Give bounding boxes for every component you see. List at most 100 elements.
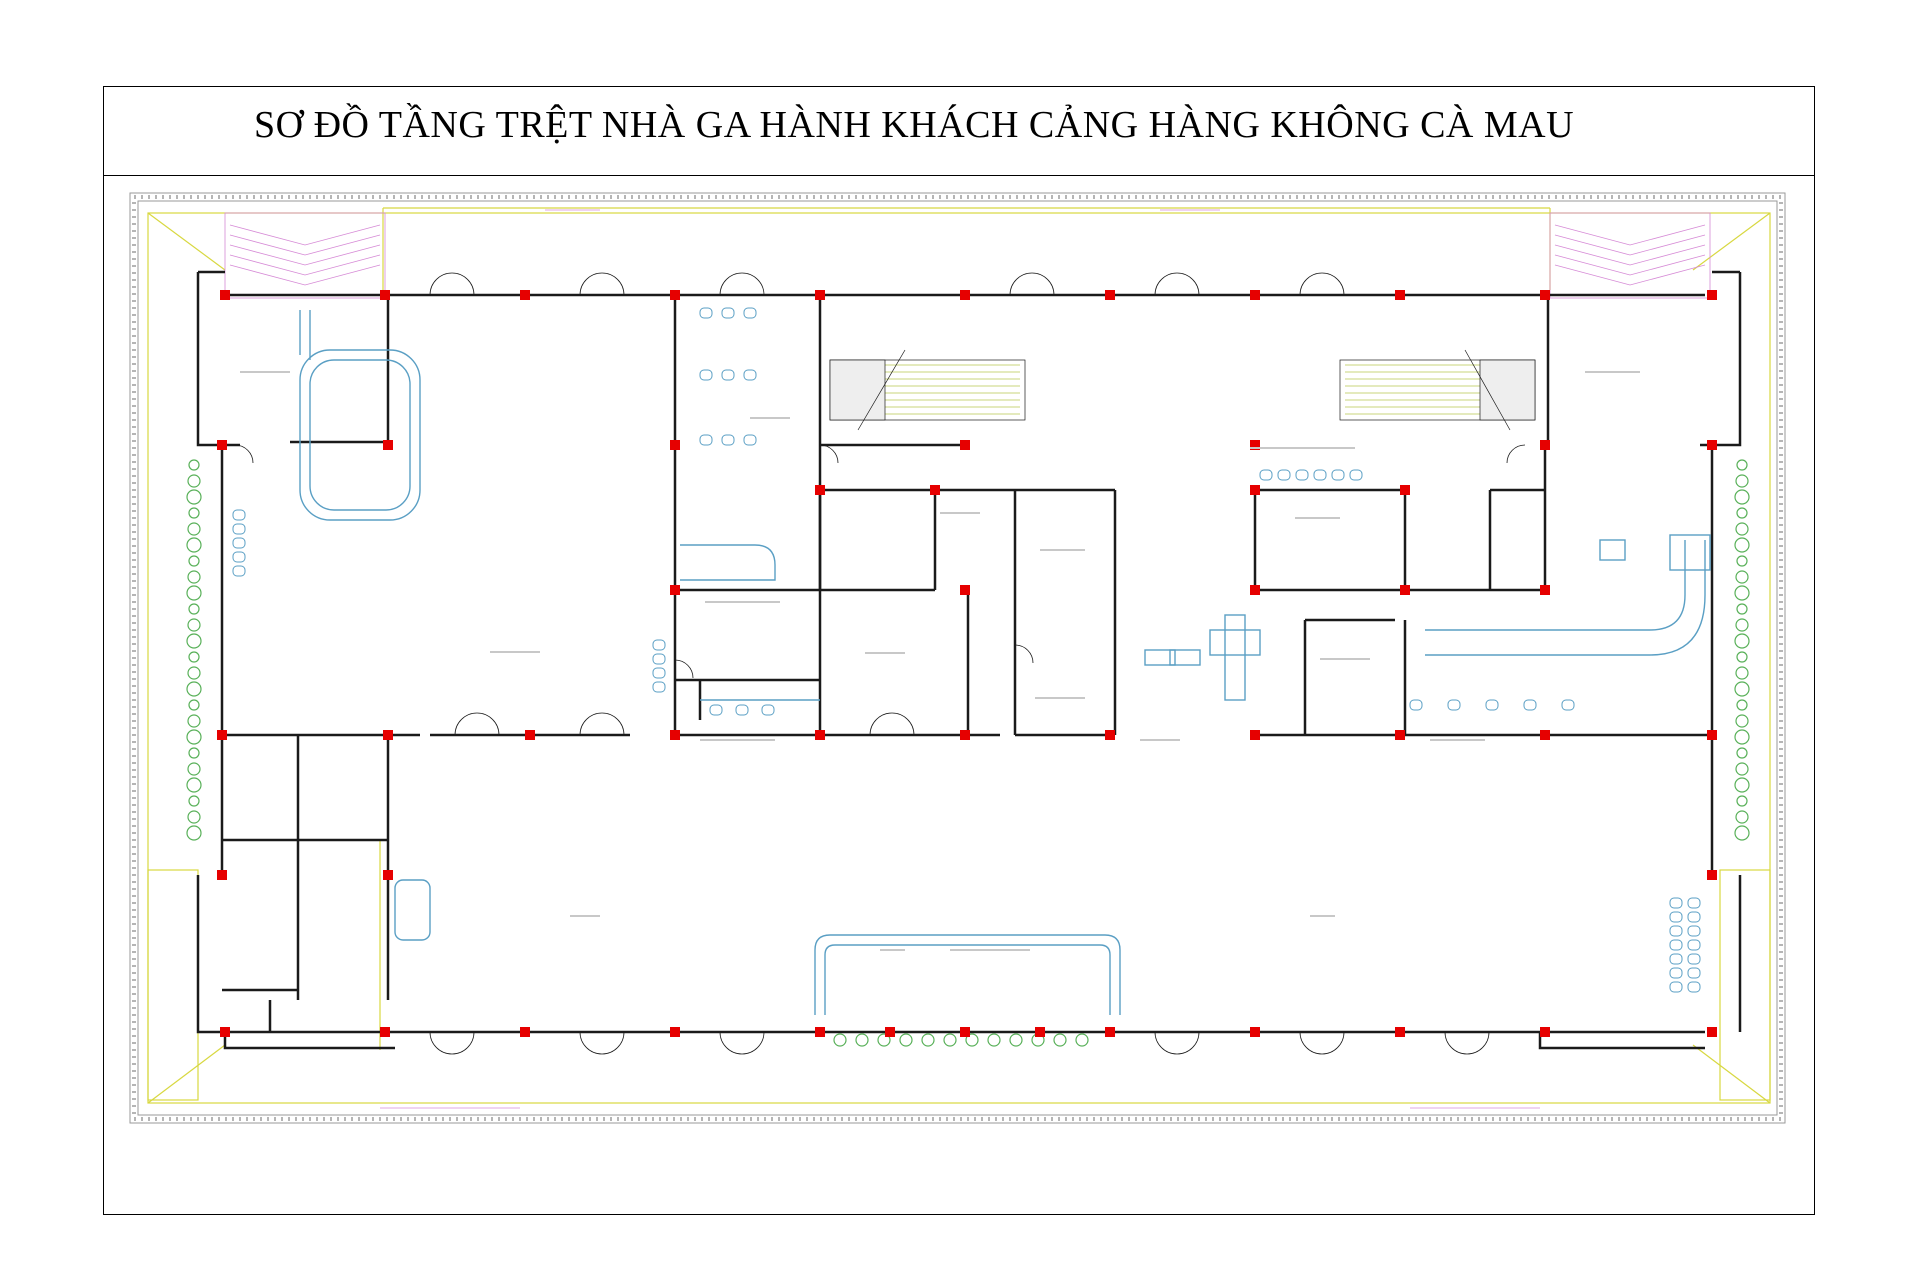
- column: [960, 440, 970, 450]
- column: [1707, 1027, 1717, 1037]
- shrub: [965, 1033, 979, 1047]
- shrub: [899, 1033, 913, 1047]
- seat: [652, 639, 666, 651]
- seat: [699, 434, 713, 446]
- seat: [232, 551, 246, 563]
- seat: [743, 369, 757, 381]
- column: [960, 1027, 970, 1037]
- shrub: [943, 1033, 957, 1047]
- seat: [1687, 953, 1701, 965]
- column: [1250, 730, 1260, 740]
- column: [383, 730, 393, 740]
- shrub: [877, 1033, 891, 1047]
- column: [930, 485, 940, 495]
- seat: [1687, 939, 1701, 951]
- column: [1707, 440, 1717, 450]
- shrub: [1735, 570, 1749, 584]
- column: [1035, 1027, 1045, 1037]
- shrub: [186, 777, 202, 793]
- furniture: [299, 310, 1711, 1015]
- seat: [232, 509, 246, 521]
- shrub: [188, 603, 200, 615]
- seat: [699, 369, 713, 381]
- seat: [721, 434, 735, 446]
- seat: [1687, 925, 1701, 937]
- shrub: [1735, 522, 1749, 536]
- shrub: [1734, 777, 1750, 793]
- seat: [1669, 939, 1683, 951]
- seat: [232, 565, 246, 577]
- seat: [1669, 967, 1683, 979]
- seat: [232, 523, 246, 535]
- columns: [217, 290, 1717, 1037]
- shrub: [187, 618, 201, 632]
- column: [1250, 290, 1260, 300]
- column: [520, 1027, 530, 1037]
- shrub: [1735, 714, 1749, 728]
- site-boundary: [129, 192, 1786, 1124]
- shrub: [1734, 825, 1750, 841]
- column: [1707, 290, 1717, 300]
- column: [1395, 730, 1405, 740]
- column: [1540, 290, 1550, 300]
- shrub: [1736, 603, 1748, 615]
- seating: [232, 307, 1701, 993]
- shrub: [1736, 507, 1748, 519]
- seat: [1485, 699, 1499, 711]
- column: [670, 730, 680, 740]
- seat: [1687, 981, 1701, 993]
- column: [1250, 440, 1260, 450]
- shrub: [855, 1033, 869, 1047]
- shrub: [1735, 474, 1749, 488]
- seat: [1331, 469, 1345, 481]
- shrub: [1736, 459, 1748, 471]
- column: [885, 1027, 895, 1037]
- shrub: [186, 825, 202, 841]
- column: [383, 870, 393, 880]
- seat: [735, 704, 749, 716]
- seat: [652, 681, 666, 693]
- shrub: [1735, 666, 1749, 680]
- seat: [721, 307, 735, 319]
- shrub: [1734, 681, 1750, 697]
- column: [815, 730, 825, 740]
- entrance-canopies: [224, 209, 1711, 1109]
- shrub: [186, 729, 202, 745]
- column: [1250, 485, 1260, 495]
- greenery: [186, 459, 1750, 1047]
- column: [960, 290, 970, 300]
- column: [1540, 1027, 1550, 1037]
- title-block: SƠ ĐỒ TẦNG TRỆT NHÀ GA HÀNH KHÁCH CẢNG H…: [103, 86, 1815, 176]
- seat: [1349, 469, 1363, 481]
- seat: [1523, 699, 1537, 711]
- column: [217, 440, 227, 450]
- shrub: [187, 714, 201, 728]
- seat: [1687, 967, 1701, 979]
- shrub: [188, 507, 200, 519]
- column: [670, 1027, 680, 1037]
- column: [815, 290, 825, 300]
- seat: [1687, 897, 1701, 909]
- column: [1400, 585, 1410, 595]
- shrub: [833, 1033, 847, 1047]
- column: [380, 1027, 390, 1037]
- seat: [1409, 699, 1423, 711]
- shrub: [188, 651, 200, 663]
- column: [1105, 730, 1115, 740]
- column: [1400, 485, 1410, 495]
- column: [960, 585, 970, 595]
- stairs: [829, 349, 1536, 431]
- shrub: [1075, 1033, 1089, 1047]
- column: [1395, 290, 1405, 300]
- shrub: [186, 681, 202, 697]
- shrub: [1736, 699, 1748, 711]
- seat: [1295, 469, 1309, 481]
- shrub: [987, 1033, 1001, 1047]
- column: [1707, 730, 1717, 740]
- shrub: [186, 585, 202, 601]
- column: [1250, 585, 1260, 595]
- seat: [1447, 699, 1461, 711]
- shrub: [186, 537, 202, 553]
- seat: [743, 307, 757, 319]
